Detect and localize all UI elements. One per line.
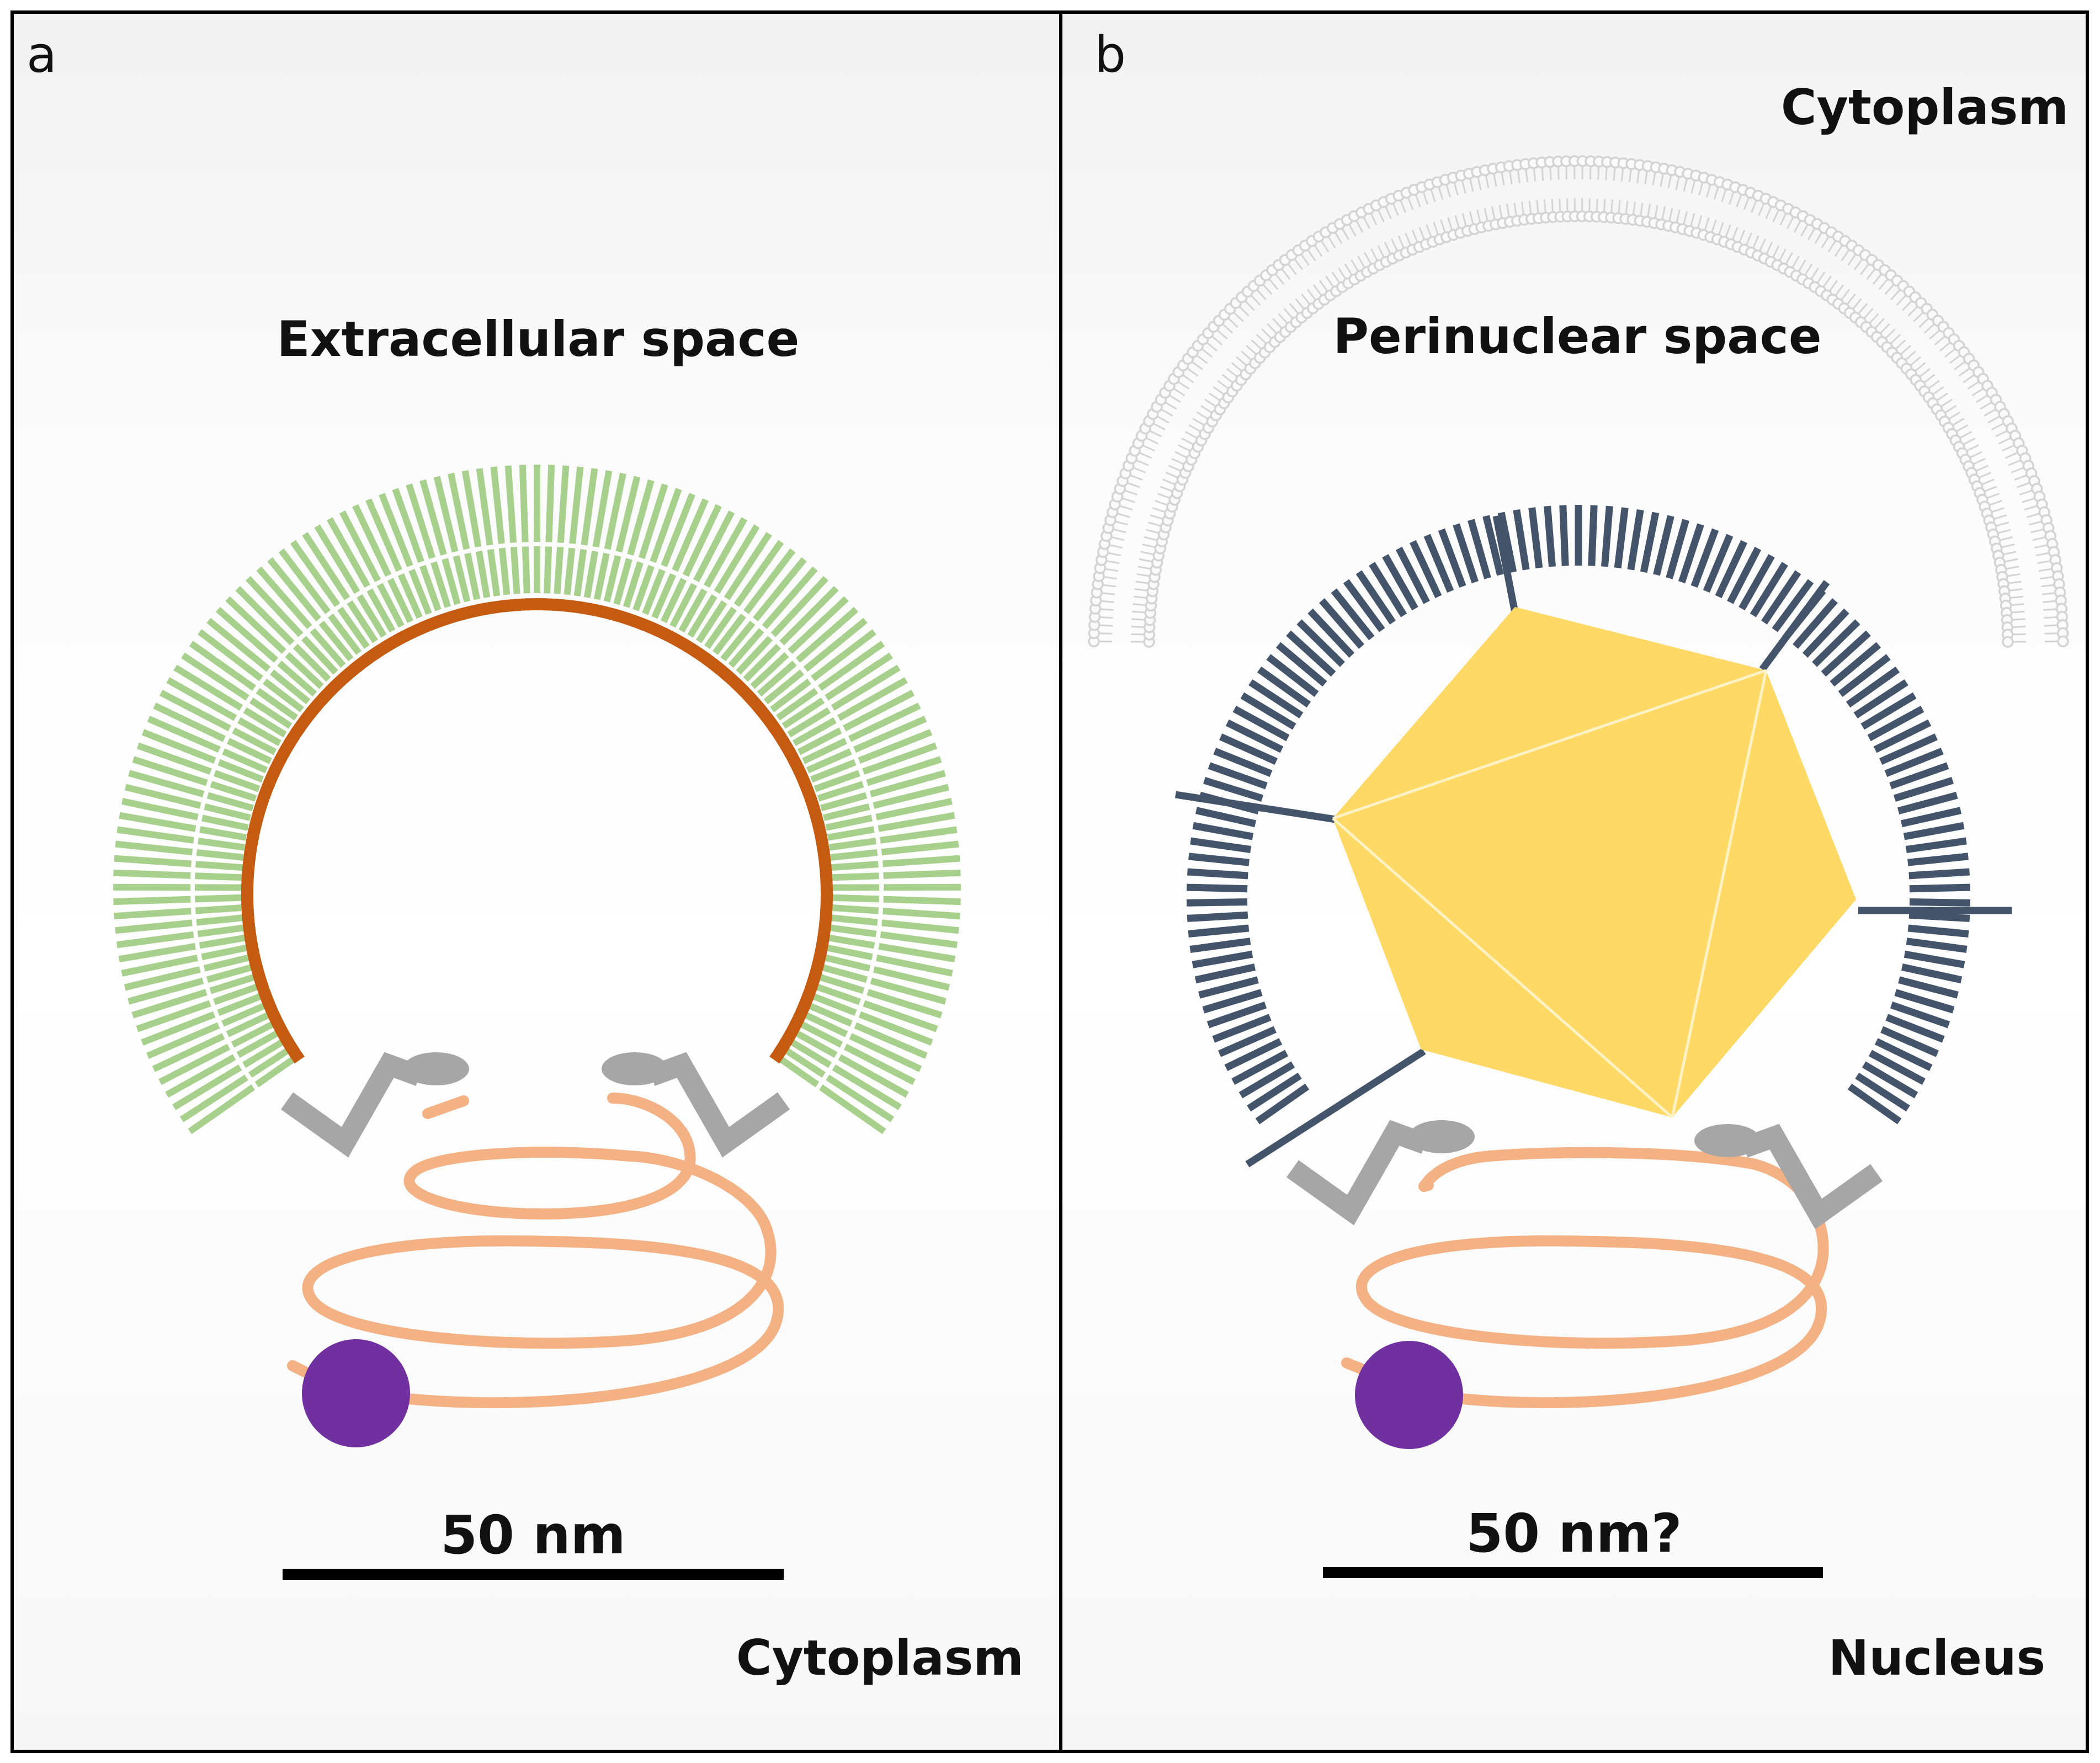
region-label-nucleus: Nucleus	[1828, 1629, 2045, 1686]
outer-nuclear-membrane	[1088, 155, 2069, 648]
capsid-tether	[1245, 1048, 1426, 1168]
capsid-edge	[1671, 670, 1768, 1118]
icosahedral-capsid	[1332, 607, 1856, 1118]
gray-protein-left-b	[1286, 1120, 1475, 1226]
region-label-perinuclear: Perinuclear space	[1333, 308, 1821, 365]
capsid-tether	[1492, 515, 1519, 614]
helix-nucleocapsid-a	[287, 1093, 784, 1409]
gray-protein-left-a	[280, 1052, 469, 1158]
scale-label-a: 50 nm	[440, 1504, 625, 1566]
capsid-tethers	[1175, 515, 2012, 1168]
panel-b: 50 nm? Perinuclear space Cytoplasm Nucle…	[1088, 26, 2069, 1686]
region-label-cytoplasm-a: Cytoplasm	[736, 1629, 1024, 1686]
capsid-arc-a	[241, 598, 833, 1064]
capsid-face	[1333, 607, 1856, 1117]
panel-letter-a: a	[26, 26, 57, 84]
capsid-tether	[1175, 791, 1336, 823]
region-label-cytoplasm-b: Cytoplasm	[1781, 79, 2069, 136]
scale-label-b: 50 nm?	[1466, 1503, 1682, 1564]
capsid-tether	[1759, 580, 1830, 672]
panel-letter-b: b	[1094, 26, 1126, 84]
figure-frame	[10, 10, 2089, 1753]
gray-protein-right-a	[602, 1052, 790, 1158]
panel-a-background	[12, 12, 1061, 1751]
purple-ball-b	[1355, 1341, 1463, 1449]
purple-ball-a	[302, 1339, 410, 1447]
capsid-edge	[1332, 669, 1767, 820]
tegument-spikes-b	[1186, 505, 1971, 1125]
panel-a: 50 nm Extracellular space Cytoplasm a	[26, 26, 1024, 1686]
glycoprotein-spikes-a	[113, 465, 961, 1135]
gray-protein-right-b	[1694, 1123, 1883, 1229]
region-label-extracellular: Extracellular space	[277, 311, 800, 367]
capsid-edge	[1332, 817, 1673, 1118]
